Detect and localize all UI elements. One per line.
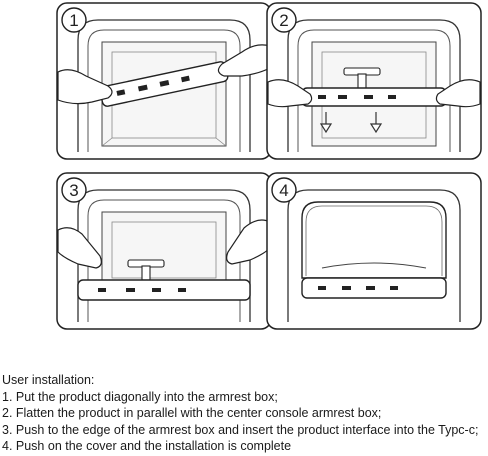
- step-1-panel: 1: [56, 2, 272, 160]
- step-3-badge: [61, 177, 87, 203]
- instructions-heading: User installation:: [2, 373, 95, 387]
- instruction-line-3: 3. Push to the edge of the armrest box a…: [2, 422, 479, 437]
- step-1-illustration: 1: [56, 2, 272, 160]
- step-4-badge: [271, 177, 297, 203]
- step-2-panel: 2: [266, 2, 482, 160]
- instruction-line-1: 1. Put the product diagonally into the a…: [2, 389, 278, 404]
- step-4-panel: 4: [266, 172, 482, 330]
- instruction-line-2: 2. Flatten the product in parallel with …: [2, 406, 382, 420]
- step-4-illustration: 4: [266, 172, 482, 330]
- step-3-number: 3: [69, 181, 78, 200]
- step-3-illustration: 3: [56, 172, 272, 330]
- step-1-number: 1: [69, 11, 78, 30]
- step-2-illustration: 2: [266, 2, 482, 160]
- step-4-number: 4: [279, 181, 288, 200]
- step-2-number: 2: [279, 11, 288, 30]
- step-1-badge: [61, 7, 87, 33]
- instruction-line-4: 4. Push on the cover and the installatio…: [2, 439, 292, 453]
- installation-instructions: User installation: 1. Put the product di…: [2, 372, 488, 455]
- step-2-badge: [271, 7, 297, 33]
- step-3-panel: 3: [56, 172, 272, 330]
